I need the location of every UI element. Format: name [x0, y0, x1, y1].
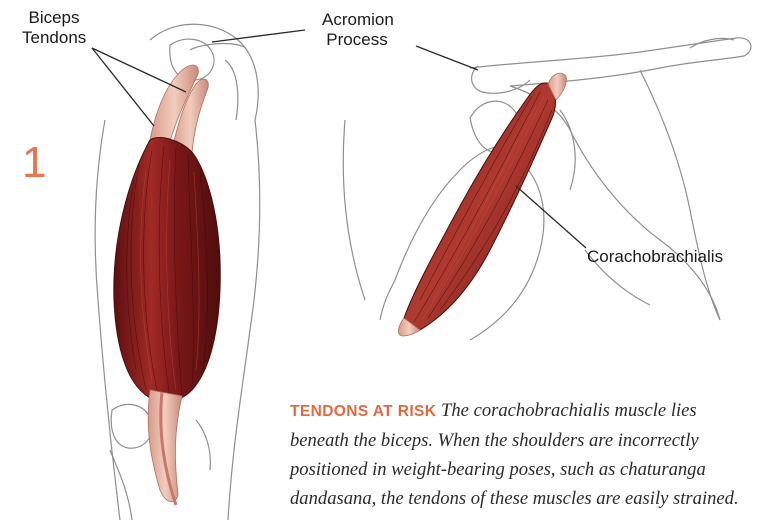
biceps-muscle [114, 138, 220, 402]
coracobrachialis-muscle [398, 73, 566, 336]
leader-biceps-tendon-right [92, 48, 186, 92]
label-coracobrachialis: Corachobrachialis [587, 247, 723, 267]
distal-biceps-tendon [148, 390, 182, 505]
leader-biceps-tendon-left [92, 48, 154, 126]
caption: TENDONS AT RISK The corachobrachialis mu… [290, 396, 760, 513]
caption-heading: TENDONS AT RISK [290, 403, 436, 420]
label-biceps-line2: Tendons [22, 28, 86, 48]
label-biceps-line1: Biceps [22, 8, 86, 28]
figure-number: 1 [22, 138, 46, 188]
leader-coracobrachialis [516, 186, 586, 248]
leader-acromion-right [416, 46, 478, 70]
label-biceps-tendons: Biceps Tendons [22, 8, 86, 49]
label-acromion-line1: Acromion [322, 10, 392, 30]
label-acromion-process: Acromion Process [322, 10, 392, 51]
label-acromion-line2: Process [322, 30, 392, 50]
